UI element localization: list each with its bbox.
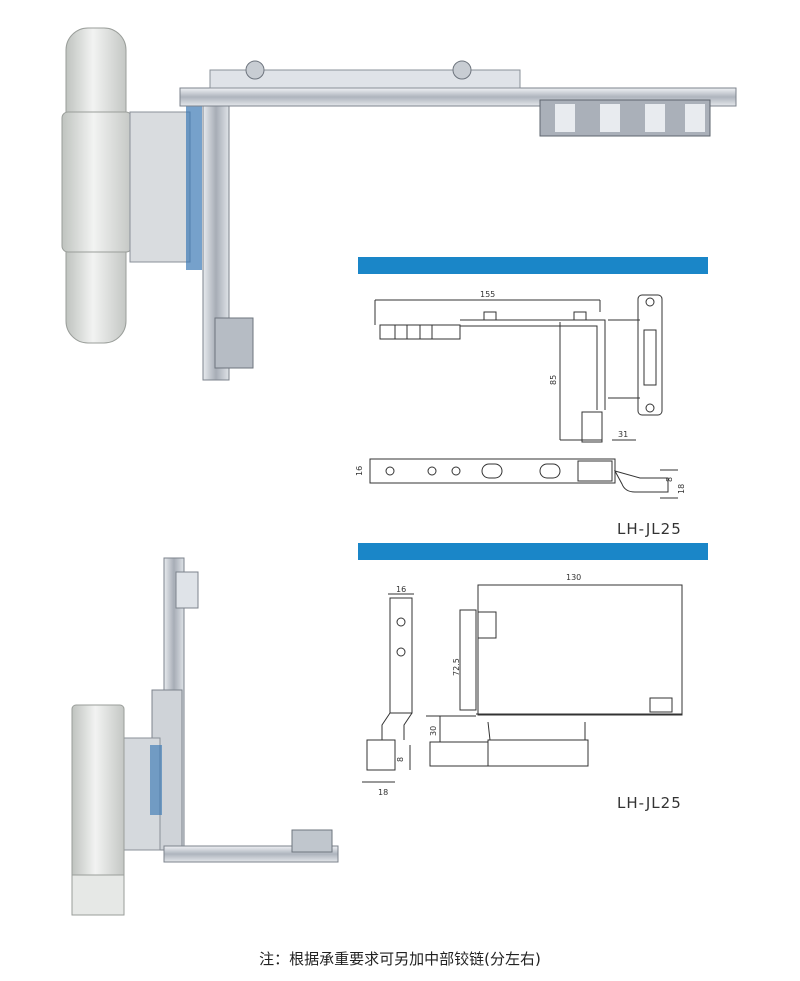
hinge-leaf xyxy=(129,111,191,263)
footnote: 注：根据承重要求可另加中部铰链(分左右) xyxy=(259,950,541,968)
dim-small2-bottom: 18 xyxy=(378,788,388,797)
dim-offset-bottom: 30 xyxy=(429,726,438,736)
model-label-top: LH-JL25 xyxy=(617,520,682,538)
dim-height: 85 xyxy=(549,375,558,385)
dim-width-left: 16 xyxy=(396,585,406,594)
dim-offset: 31 xyxy=(618,430,628,439)
dim-small2: 18 xyxy=(677,484,686,494)
dim-height-bottom: 72.5 xyxy=(452,658,461,676)
dim-small: 8 xyxy=(665,477,674,482)
section-bar-top xyxy=(358,257,708,274)
dim-thickness: 16 xyxy=(355,466,364,476)
dim-width: 155 xyxy=(480,290,495,299)
section-bar-bottom xyxy=(358,543,708,560)
dim-small-bottom: 8 xyxy=(396,757,405,762)
model-label-bottom: LH-JL25 xyxy=(617,794,682,812)
dim-width-bottom: 130 xyxy=(566,573,581,582)
